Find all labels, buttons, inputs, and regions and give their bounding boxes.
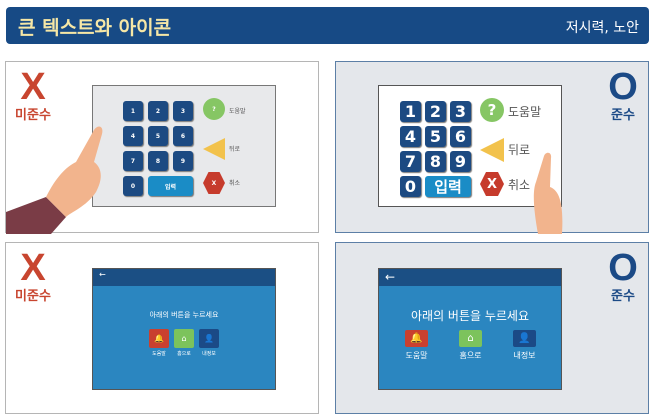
small-app-screen: ← 아래의 버튼을 누르세요 🔔 도움말 ⌂ 홈으로 👤 내정보 xyxy=(92,268,276,390)
o-mark: O xyxy=(608,247,638,289)
key-three[interactable]: 3 xyxy=(450,101,471,122)
key-three[interactable]: 3 xyxy=(173,101,193,121)
prompt-text: 아래의 버튼을 누르세요 xyxy=(149,311,219,319)
key-nine[interactable]: 9 xyxy=(450,151,471,172)
help-label: 도움말 xyxy=(229,108,246,115)
help-button[interactable]: ? xyxy=(480,98,504,122)
page-title: 큰 텍스트와 아이콘 xyxy=(18,17,172,39)
cancel-button[interactable]: X xyxy=(203,172,225,194)
back-arrow-icon[interactable] xyxy=(480,138,504,162)
key-eight[interactable]: 8 xyxy=(425,151,446,172)
top-bar xyxy=(379,269,561,286)
button-label: 내정보 xyxy=(513,351,536,360)
help-button[interactable]: ? xyxy=(203,98,225,120)
cancel-label: 취소 xyxy=(229,180,241,187)
button-label: 홈으로 xyxy=(177,351,191,357)
x-mark: X xyxy=(20,66,46,108)
bell-icon: 🔔 xyxy=(410,333,423,344)
user-button[interactable]: 👤 xyxy=(513,330,536,347)
key-five[interactable]: 5 xyxy=(425,126,446,147)
enter-button[interactable]: 입력 xyxy=(425,176,471,197)
key-six[interactable]: 6 xyxy=(173,126,193,146)
key-seven[interactable]: 7 xyxy=(123,151,143,171)
back-label: 뒤로 xyxy=(229,146,241,153)
prompt-text: 아래의 버튼을 누르세요 xyxy=(410,309,530,323)
key-zero[interactable]: 0 xyxy=(123,176,143,196)
noncompliant-label: 미준수 xyxy=(15,288,51,303)
button-label: 내정보 xyxy=(202,351,216,357)
home-icon: ⌂ xyxy=(181,334,187,343)
cancel-label: 취소 xyxy=(508,178,531,192)
user-icon: 👤 xyxy=(204,334,214,343)
home-button[interactable]: ⌂ xyxy=(174,329,194,348)
hand-icon xyxy=(6,126,103,234)
enter-button[interactable]: 입력 xyxy=(148,176,193,196)
button-label: 홈으로 xyxy=(459,351,482,360)
key-one[interactable]: 1 xyxy=(400,101,421,122)
key-eight[interactable]: 8 xyxy=(148,151,168,171)
key-two[interactable]: 2 xyxy=(425,101,446,122)
key-zero[interactable]: 0 xyxy=(400,176,421,197)
key-six[interactable]: 6 xyxy=(450,126,471,147)
compliant-label: 준수 xyxy=(611,288,635,303)
bell-icon: 🔔 xyxy=(154,334,164,343)
key-nine[interactable]: 9 xyxy=(173,151,193,171)
key-five[interactable]: 5 xyxy=(148,126,168,146)
header-bar: 큰 텍스트와 아이콘 저시력, 노안 xyxy=(6,7,649,44)
home-button[interactable]: ⌂ xyxy=(459,330,482,347)
bell-button[interactable]: 🔔 xyxy=(405,330,428,347)
panel-app-compliant: O 준수 ← 아래의 버튼을 누르세요 🔔 도움말 ⌂ 홈으로 👤 내정보 xyxy=(335,242,649,414)
help-label: 도움말 xyxy=(508,105,542,119)
o-mark: O xyxy=(608,66,638,108)
button-label: 도움말 xyxy=(152,351,166,357)
user-button[interactable]: 👤 xyxy=(199,329,219,348)
back-arrow-icon[interactable] xyxy=(203,138,225,160)
x-mark: X xyxy=(20,247,46,289)
back-button[interactable]: ← xyxy=(99,270,106,279)
key-seven[interactable]: 7 xyxy=(400,151,421,172)
user-icon: 👤 xyxy=(518,333,531,344)
page-subtitle: 저시력, 노안 xyxy=(565,20,639,36)
cancel-button[interactable]: X xyxy=(480,172,504,196)
back-label: 뒤로 xyxy=(508,143,531,157)
bell-button[interactable]: 🔔 xyxy=(149,329,169,348)
back-button[interactable]: ← xyxy=(385,270,396,284)
top-bar xyxy=(93,269,275,286)
key-four[interactable]: 4 xyxy=(400,126,421,147)
key-four[interactable]: 4 xyxy=(123,126,143,146)
home-icon: ⌂ xyxy=(467,333,474,344)
panel-app-noncompliant: X 미준수 ← 아래의 버튼을 누르세요 🔔 도움말 ⌂ 홈으로 👤 내정보 xyxy=(5,242,319,414)
compliant-label: 준수 xyxy=(611,107,635,122)
button-label: 도움말 xyxy=(405,351,428,360)
key-two[interactable]: 2 xyxy=(148,101,168,121)
finger-icon xyxy=(533,152,563,234)
noncompliant-label: 미준수 xyxy=(15,107,51,122)
key-one[interactable]: 1 xyxy=(123,101,143,121)
large-app-screen: ← 아래의 버튼을 누르세요 🔔 도움말 ⌂ 홈으로 👤 내정보 xyxy=(378,268,562,390)
